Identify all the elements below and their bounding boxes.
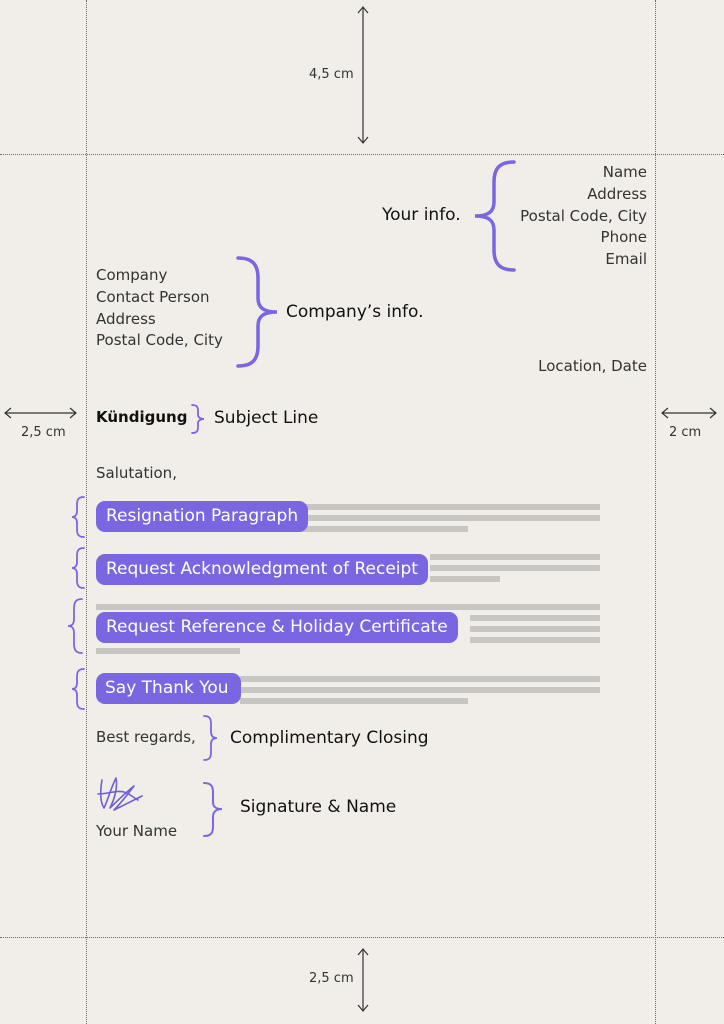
paragraph-4-line xyxy=(240,698,468,704)
paragraph-3-line xyxy=(470,626,600,632)
left-margin-arrow xyxy=(4,407,77,419)
paragraph-2-line xyxy=(430,565,600,571)
signature-label: Signature & Name xyxy=(240,797,397,817)
paragraph-3-line xyxy=(470,637,600,643)
sender-address: Address xyxy=(587,184,647,203)
sender-name: Name xyxy=(602,163,647,181)
paragraph-1-line xyxy=(300,515,600,521)
recipient-postal-city: Postal Code, City xyxy=(96,331,223,350)
sender-brace-icon xyxy=(474,160,516,272)
sender-postal-city: Postal Code, City xyxy=(520,206,647,225)
paragraph-1-line xyxy=(300,526,468,532)
subject-text: Kündigung xyxy=(96,408,188,426)
paragraph-4-brace-icon xyxy=(71,668,85,710)
paragraph-3-pill: Request Reference & Holiday Certificate xyxy=(96,612,458,643)
paragraph-2-line xyxy=(430,554,600,560)
sender-phone: Phone xyxy=(600,228,647,247)
recipient-label: Company’s info. xyxy=(286,302,424,322)
paragraph-2-pill: Request Acknowledgment of Receipt xyxy=(96,554,428,585)
left-margin-measure: 2,5 cm xyxy=(21,425,66,440)
salutation: Salutation, xyxy=(96,464,177,482)
top-margin-guide xyxy=(0,154,724,155)
paragraph-1-brace-icon xyxy=(71,496,85,538)
paragraph-3-brace-icon xyxy=(67,598,83,654)
bottom-margin-arrow xyxy=(357,948,369,1012)
closing-text: Best regards, xyxy=(96,728,196,746)
right-margin-measure: 2 cm xyxy=(669,425,702,440)
paragraph-1-line xyxy=(300,504,600,510)
bottom-margin-guide xyxy=(0,937,724,938)
sender-label: Your info. xyxy=(382,205,461,225)
sender-block: Name Address Postal Code, City Phone Ema… xyxy=(520,162,647,271)
paragraph-2-line xyxy=(430,576,500,582)
bottom-margin-measure: 2,5 cm xyxy=(309,971,354,986)
top-margin-arrow xyxy=(357,6,369,144)
signature-name: Your Name xyxy=(96,822,178,840)
left-margin-guide xyxy=(86,0,87,1024)
right-margin-guide xyxy=(655,0,656,1024)
top-margin-measure: 4,5 cm xyxy=(309,67,354,82)
paragraph-4-line xyxy=(240,676,600,682)
recipient-brace-icon xyxy=(236,256,278,368)
sender-email: Email xyxy=(605,250,647,269)
location-date: Location, Date xyxy=(538,357,647,375)
closing-label: Complimentary Closing xyxy=(230,728,429,748)
paragraph-4-pill: Say Thank You xyxy=(96,673,241,704)
right-margin-arrow xyxy=(661,407,717,419)
recipient-block: Company Contact Person Address Postal Co… xyxy=(96,265,223,352)
paragraph-4-line xyxy=(240,687,600,693)
paragraph-2-brace-icon xyxy=(71,547,85,589)
paragraph-3-line xyxy=(96,648,240,654)
recipient-company: Company xyxy=(96,266,168,284)
closing-brace-icon xyxy=(203,715,218,761)
recipient-address: Address xyxy=(96,309,156,328)
subject-brace-icon xyxy=(191,404,205,434)
paragraph-3-line xyxy=(470,615,600,621)
paragraph-3-line xyxy=(96,604,600,610)
paragraph-1-pill: Resignation Paragraph xyxy=(96,501,309,532)
subject-label: Subject Line xyxy=(214,408,319,428)
signature-scribble-icon xyxy=(97,777,143,811)
recipient-contact: Contact Person xyxy=(96,287,210,306)
signature-brace-icon xyxy=(203,782,223,837)
